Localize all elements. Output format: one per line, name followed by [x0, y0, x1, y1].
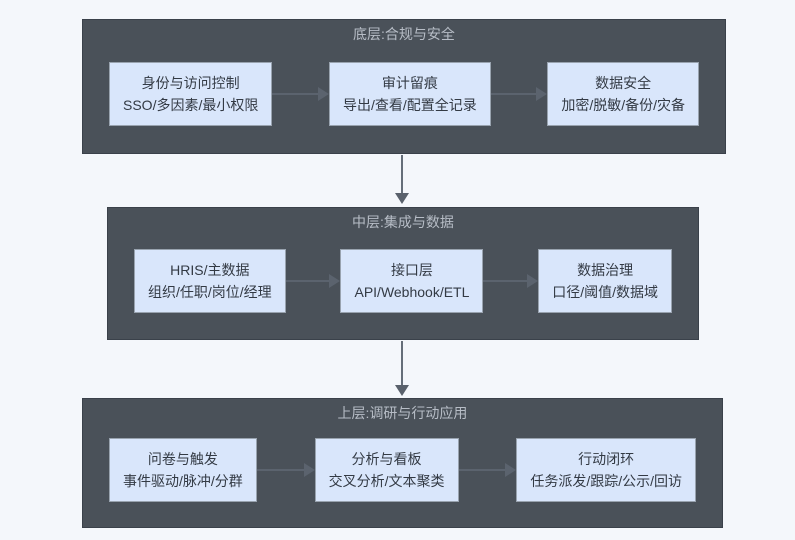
node-title: 身份与访问控制: [141, 74, 240, 91]
arrow-right-icon: [483, 273, 538, 288]
layer-band-survey-action: 上层:调研与行动应用 问卷与触发 事件驱动/脉冲/分群 分析与看板 交叉分析/文…: [82, 398, 723, 528]
node-analysis-dashboard: 分析与看板 交叉分析/文本聚类: [314, 438, 459, 502]
layer-title: 中层:集成与数据: [352, 214, 454, 230]
node-title: 分析与看板: [351, 451, 422, 467]
arrow-right-icon: [285, 273, 341, 288]
node-subtitle: 任务派发/跟踪/公示/回访: [530, 473, 682, 489]
layer-row: 身份与访问控制 SSO/多因素/最小权限 审计留痕 导出/查看/配置全记录 数据…: [83, 34, 725, 153]
node-title: 审计留痕: [381, 74, 438, 91]
node-title: 问卷与触发: [147, 451, 218, 467]
node-subtitle: 加密/脱敏/备份/灾备: [561, 96, 685, 113]
node-data-governance: 数据治理 口径/阈值/数据域: [538, 248, 672, 313]
node-subtitle: API/Webhook/ETL: [354, 283, 470, 300]
arrow-down-icon: [395, 155, 409, 204]
layer-band-integration-data: 中层:集成与数据 HRIS/主数据 组织/任职/岗位/经理 接口层 API/We…: [107, 207, 699, 340]
node-title: 数据安全: [595, 74, 652, 91]
node-survey-trigger: 问卷与触发 事件驱动/脉冲/分群: [109, 438, 257, 502]
node-title: 数据治理: [577, 261, 634, 278]
node-data-security: 数据安全 加密/脱敏/备份/灾备: [547, 61, 699, 126]
node-subtitle: 导出/查看/配置全记录: [342, 96, 477, 113]
node-title: HRIS/主数据: [170, 261, 250, 278]
arrow-right-icon: [256, 463, 315, 477]
node-identity-access-control: 身份与访问控制 SSO/多因素/最小权限: [109, 61, 273, 126]
node-subtitle: 事件驱动/脉冲/分群: [123, 473, 243, 489]
node-title: 接口层: [390, 261, 433, 278]
node-subtitle: 口径/阈值/数据域: [552, 283, 658, 300]
arrow-right-icon: [458, 463, 517, 477]
layer-title: 底层:合规与安全: [353, 26, 455, 42]
layer-row: 问卷与触发 事件驱动/脉冲/分群 分析与看板 交叉分析/文本聚类 行动闭环 任务…: [83, 413, 722, 527]
arrow-right-icon: [490, 86, 547, 101]
node-subtitle: 组织/任职/岗位/经理: [148, 283, 272, 300]
node-audit-trail: 审计留痕 导出/查看/配置全记录: [328, 61, 491, 126]
node-action-loop: 行动闭环 任务派发/跟踪/公示/回访: [516, 438, 696, 502]
arrow-right-icon: [272, 86, 329, 101]
layer-band-compliance-security: 底层:合规与安全 身份与访问控制 SSO/多因素/最小权限 审计留痕 导出/查看…: [82, 19, 726, 154]
node-title: 行动闭环: [578, 451, 635, 467]
node-hris-master-data: HRIS/主数据 组织/任职/岗位/经理: [134, 248, 286, 313]
node-api-layer: 接口层 API/Webhook/ETL: [340, 248, 484, 313]
layer-title: 上层:调研与行动应用: [337, 405, 468, 421]
node-subtitle: SSO/多因素/最小权限: [123, 96, 259, 113]
layer-row: HRIS/主数据 组织/任职/岗位/经理 接口层 API/Webhook/ETL…: [108, 222, 698, 339]
arrow-down-icon: [395, 341, 409, 396]
node-subtitle: 交叉分析/文本聚类: [328, 473, 445, 489]
